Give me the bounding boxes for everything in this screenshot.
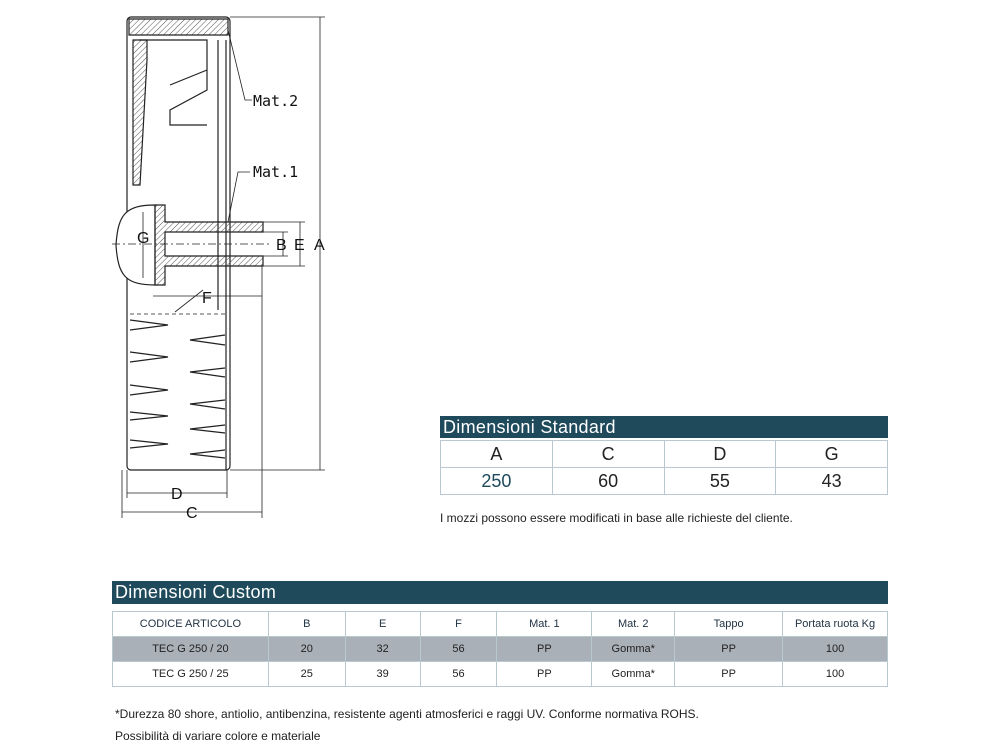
table-header-row: A C D G — [440, 440, 888, 468]
wheel-technical-drawing: Mat.2 Mat.1 A B E G F D C — [112, 16, 325, 522]
header-cell: G — [775, 440, 888, 468]
footnote-color-material: Possibilità di variare colore e material… — [115, 729, 321, 743]
dimension-e-label: E — [294, 237, 305, 254]
table-row: TEC G 250 / 20 20 32 56 PP Gomma* PP 100 — [112, 636, 888, 662]
header-cell: E — [344, 611, 421, 637]
cell: 20 — [267, 636, 346, 662]
cell: TEC G 250 / 25 — [112, 661, 269, 687]
cell: 100 — [782, 661, 888, 687]
standard-dimensions-table: A C D G 250 60 55 43 — [440, 440, 888, 495]
cell: 56 — [419, 661, 498, 687]
cell: Gomma* — [591, 661, 676, 687]
header-cell: B — [267, 611, 346, 637]
cell: 32 — [344, 636, 421, 662]
header-cell: Tappo — [674, 611, 784, 637]
footnote: *Durezza 80 shore, antiolio, antibenzina… — [115, 707, 699, 721]
cell: 100 — [782, 636, 888, 662]
table-row: 250 60 55 43 — [440, 467, 888, 495]
header-cell: Mat. 1 — [496, 611, 593, 637]
cell: PP — [496, 661, 593, 687]
hub — [112, 204, 270, 286]
dimension-lines — [121, 16, 325, 518]
mat2-label: Mat.2 — [253, 92, 298, 110]
header-cell: F — [419, 611, 498, 637]
header-cell: CODICE ARTICOLO — [112, 611, 269, 637]
cell: PP — [674, 661, 784, 687]
cell: PP — [674, 636, 784, 662]
cell: 56 — [419, 636, 498, 662]
dimension-c-label: C — [186, 505, 198, 522]
header-cell: Mat. 2 — [591, 611, 676, 637]
dimension-f-label: F — [202, 290, 212, 307]
header-cell: C — [551, 440, 665, 468]
value-cell: 60 — [551, 467, 665, 495]
dimension-g-label: G — [137, 230, 149, 247]
header-cell: A — [440, 440, 553, 468]
value-cell: 250 — [440, 467, 553, 495]
standard-dimensions-title: Dimensioni Standard — [440, 416, 888, 438]
cell: PP — [496, 636, 593, 662]
dimension-d-label: D — [171, 486, 183, 503]
mat1-label: Mat.1 — [253, 163, 298, 181]
cell: Gomma* — [591, 636, 676, 662]
custom-dimensions-title: Dimensioni Custom — [112, 581, 888, 604]
header-cell: Portata ruota Kg — [782, 611, 888, 637]
standard-note: I mozzi possono essere modificati in bas… — [440, 511, 793, 525]
cell: 39 — [344, 661, 421, 687]
table-row: TEC G 250 / 25 25 39 56 PP Gomma* PP 100 — [112, 661, 888, 687]
tread — [129, 313, 226, 459]
table-header-row: CODICE ARTICOLO B E F Mat. 1 Mat. 2 Tapp… — [112, 611, 888, 637]
dimension-b-label: B — [276, 237, 287, 254]
cell: 25 — [267, 661, 346, 687]
custom-dimensions-table: CODICE ARTICOLO B E F Mat. 1 Mat. 2 Tapp… — [112, 611, 888, 687]
value-cell: 43 — [775, 467, 888, 495]
dimension-a-label: A — [314, 237, 325, 254]
header-cell: D — [663, 440, 777, 468]
value-cell: 55 — [663, 467, 777, 495]
cell: TEC G 250 / 20 — [112, 636, 269, 662]
